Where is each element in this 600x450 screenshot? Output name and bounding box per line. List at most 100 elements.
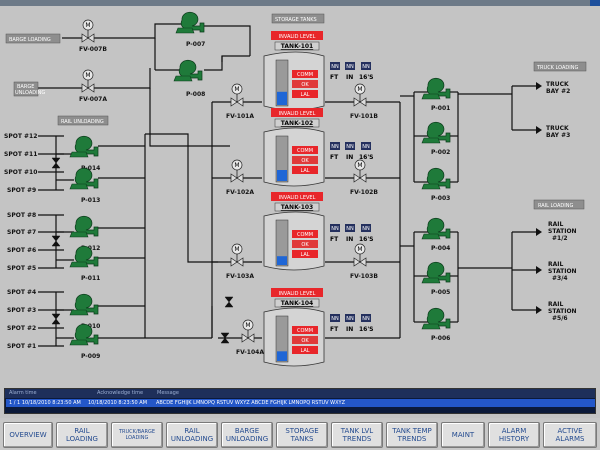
motor-label: M [357,246,362,253]
sixteenths-label: 16'S [359,326,374,333]
tag-truck-loading[interactable]: TRUCK LOADING [533,61,587,72]
pump-p-013[interactable]: P-013 [69,167,100,204]
ft-label: FT [330,74,339,81]
nav-barge-unloading-button[interactable]: BARGE UNLOADING [221,422,273,448]
pump-label: P-012 [81,245,100,252]
valve-fv-007a[interactable]: M FV-007A [79,69,107,103]
pump-label: P-007 [186,41,205,48]
message-header: Message [157,390,179,396]
pump-p-012[interactable]: P-012 [69,215,100,252]
pump-label: P-003 [431,195,450,202]
valve-label: FV-103A [226,273,254,280]
alarm-banner[interactable]: Alarm time Acknowledge time Message 1 / … [4,388,596,414]
valve-fv-101b[interactable]: M FV-101B [350,83,378,120]
nav-alarm-history-button[interactable]: ALARM HISTORY [488,422,540,448]
pump-p-002[interactable]: P-002 [421,121,451,156]
block-valve-icon[interactable] [51,157,61,169]
motor-label: M [234,246,239,253]
acknowledge-time-header: Acknowledge time [97,390,144,396]
rail-station-56-line3: #5/6 [552,315,568,322]
rail-unloading-label: RAIL UNLOADING [61,119,104,125]
pump-label: P-013 [81,197,100,204]
tag-barge-unloading[interactable]: BARGE UNLOADING [13,81,45,97]
in-label: IN [346,326,353,333]
pump-label: P-005 [431,289,450,296]
nav-storage-tanks-button[interactable]: STORAGE TANKS [276,422,328,448]
tank-102[interactable]: INVALID LEVEL TANK-102 COMM OK LAL [263,108,325,187]
level-gauge [275,219,289,267]
block-valve-icon[interactable] [51,313,61,325]
level-readout-101: NN NN NN FT IN 16'S [330,62,374,81]
sixteenths-label: 16'S [359,74,374,81]
pump-p-009[interactable]: P-009 [69,323,100,360]
invalid-level-label: INVALID LEVEL [279,195,316,201]
valve-label: FV-102B [350,189,378,196]
pump-p-008[interactable]: P-008 [173,59,205,98]
rail-station-12-line1: RAIL [548,221,563,228]
nav-tank-temp-trends-button[interactable]: TANK TEMP TRENDS [386,422,438,448]
rail-station-34-line2: STATION [548,268,577,275]
nav-rail-unloading-button[interactable]: RAIL UNLOADING [166,422,218,448]
rail-station-56-line2: STATION [548,308,577,315]
truck-loading-label: TRUCK LOADING [536,65,578,71]
comm-status: COMM [297,72,313,78]
pump-p-007[interactable]: P-007 [175,11,205,48]
pump-p-003[interactable]: P-003 [421,167,451,202]
valve-label: FV-103B [350,273,378,280]
tag-barge-loading[interactable]: BARGE LOADING [5,33,61,44]
pump-p-010[interactable]: P-010 [69,293,100,330]
pump-p-004[interactable]: P-004 [421,217,451,252]
spot-7-label: SPOT #7 [7,229,36,236]
ft-value: NN [331,144,339,150]
nav-active-alarms-button[interactable]: ACTIVE ALARMS [543,422,597,448]
nav-rail-loading-button[interactable]: RAIL LOADING [56,422,108,448]
valve-label: FV-101B [350,113,378,120]
window-corner[interactable] [590,0,600,6]
pump-p-011[interactable]: P-011 [69,245,100,282]
alarm-row[interactable]: 1 / 1 10/18/2010 8:23:50 AM 10/18/2010 8… [6,399,595,407]
lal-status: LAL [300,92,309,98]
tank-103[interactable]: INVALID LEVEL TANK-103 COMM OK LAL [263,192,325,271]
rail-loading-label: RAIL LOADING [538,203,573,209]
tank-101[interactable]: INVALID LEVEL TANK-101 COMM OK LAL [263,31,325,111]
ft-label: FT [330,154,339,161]
valve-fv-104a[interactable]: M FV-104A [236,319,264,356]
tag-storage-tanks[interactable]: STORAGE TANKS [271,13,325,24]
tag-rail-unloading[interactable]: RAIL UNLOADING [57,115,109,126]
valve-fv-102b[interactable]: M FV-102B [350,159,378,196]
rail-station-12-line2: STATION [548,228,577,235]
nav-truck-barge-loading-button[interactable]: TRUCK/BARGE LOADING [111,422,163,448]
motor-label: M [357,86,362,93]
tank-104[interactable]: INVALID LEVEL TANK-104 COMM OK LAL [263,288,325,367]
barge-unloading-label-2: UNLOADING [15,90,45,96]
rail-spots: SPOT #12 SPOT #11 SPOT #10 SPOT #9 SPOT … [4,133,37,350]
destinations: TRUCK BAY #2 TRUCK BAY #3 RAIL STATION #… [536,81,577,322]
valve-fv-103a[interactable]: M FV-103A [226,243,254,280]
pump-p-005[interactable]: P-005 [421,261,451,296]
sixteenths-value: NN [362,316,370,322]
pump-p-014[interactable]: P-014 [69,135,100,172]
tag-rail-loading[interactable]: RAIL LOADING [533,199,585,210]
nav-maint-button[interactable]: MAINT [441,422,485,448]
tank-name: TANK-101 [281,43,313,50]
level-readout-104: NN NN NN FT IN 16'S [330,314,374,333]
pump-label: P-011 [81,275,100,282]
tank-name: TANK-104 [281,300,313,307]
lal-status: LAL [300,348,309,354]
valve-fv-101a[interactable]: M FV-101A [226,83,254,120]
valve-fv-007b[interactable]: M FV-007B [79,19,107,53]
in-value: NN [346,226,354,232]
pump-p-001[interactable]: P-001 [421,77,451,112]
nav-overview-button[interactable]: OVERVIEW [3,422,53,448]
block-valve-icon[interactable] [51,235,61,247]
barge-loading-label: BARGE LOADING [9,37,51,43]
valve-fv-103b[interactable]: M FV-103B [350,243,378,280]
block-valve-icon[interactable] [224,296,234,308]
invalid-level-label: INVALID LEVEL [279,291,316,297]
nav-tank-lvl-trends-button[interactable]: TANK LVL TRENDS [331,422,383,448]
in-value: NN [346,64,354,70]
valve-fv-102a[interactable]: M FV-102A [226,159,254,196]
pump-label: P-010 [81,323,100,330]
in-label: IN [346,154,353,161]
pump-p-006[interactable]: P-006 [421,307,451,342]
